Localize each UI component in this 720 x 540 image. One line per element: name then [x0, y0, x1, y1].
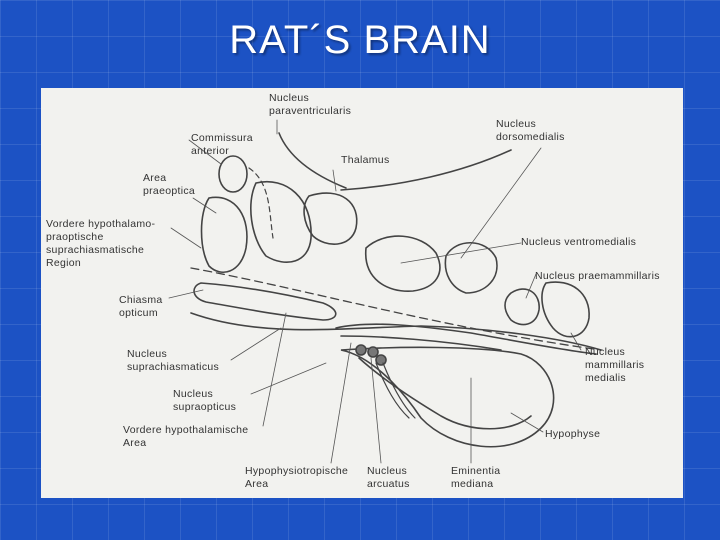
label-supraopticus: Nucleus supraopticus: [173, 388, 237, 413]
thalamus-outline: [340, 149, 512, 191]
paraventricular-nucleus: [303, 192, 358, 245]
label-arcuatus: Nucleus arcuatus: [367, 465, 410, 490]
label-hypophysiotropische: Hypophysiotropische Area: [245, 465, 349, 490]
optic-chiasm: [193, 282, 337, 321]
hypothalamus-floor: [190, 312, 602, 351]
dorsomedial-nucleus: [444, 242, 498, 294]
brain-diagram: Nucleus paraventricularis Nucleus dorsom…: [41, 88, 683, 498]
label-suprachiasmaticus: Nucleus suprachiasmaticus: [127, 348, 220, 373]
label-paraventricularis: Nucleus paraventricularis: [269, 92, 352, 117]
label-eminentia: Eminentia mediana: [451, 465, 501, 490]
ventromedial-nucleus: [365, 235, 441, 292]
label-thalamus: Thalamus: [341, 154, 390, 166]
label-vordere-praeoptische: Vordere hypothalamo- praoptische suprach…: [46, 218, 156, 269]
label-praemammillaris: Nucleus praemammillaris: [535, 270, 660, 282]
area-praeoptica: [200, 196, 248, 273]
mammillary-nucleus: [541, 281, 590, 338]
label-mammillaris-medialis: Nucleus mammillaris medialis: [585, 346, 645, 384]
commissura-anterior: [218, 155, 248, 193]
label-commissura: Commissura anterior: [191, 132, 253, 157]
label-dorsomedialis: Nucleus dorsomedialis: [496, 118, 565, 143]
label-area-praeoptica: Area praeoptica: [143, 172, 196, 197]
label-chiasma: Chiasma opticum: [119, 294, 163, 319]
diagram-drawing: [168, 119, 602, 464]
arcuate-cell: [375, 354, 387, 366]
pituitary: [340, 346, 555, 448]
arcuate-cell: [355, 344, 367, 356]
third-ventricle-line: [278, 132, 347, 189]
median-eminence: [335, 323, 597, 355]
premammillary-nucleus: [504, 288, 540, 326]
label-vordere-area: Vordere hypothalamische Area: [123, 424, 249, 449]
label-hypophyse: Hypophyse: [545, 428, 601, 440]
slide-title: RAT´S BRAIN: [229, 18, 491, 62]
vordere-region: [250, 181, 312, 264]
arcuate-cell: [367, 346, 379, 358]
label-ventromedialis: Nucleus ventromedialis: [521, 236, 637, 248]
